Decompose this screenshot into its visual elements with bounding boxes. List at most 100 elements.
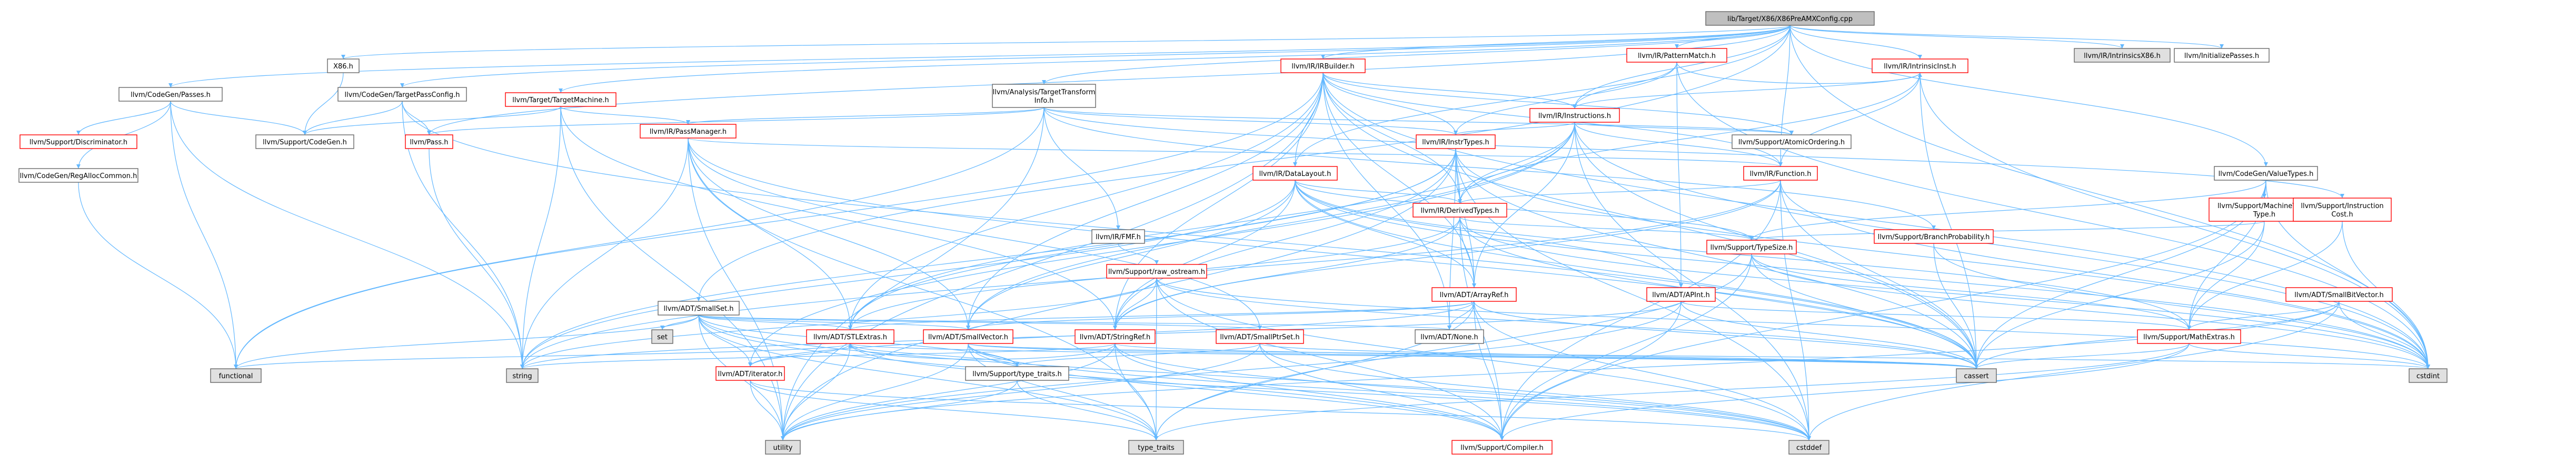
edge-arrowhead xyxy=(2120,44,2124,48)
node-rawostream[interactable]: llvm/Support/raw_ostream.h xyxy=(1106,264,1207,279)
edge-irbuilder-to-smallvector xyxy=(968,72,1324,330)
edge-instructions-to-functionh xyxy=(1574,122,1781,167)
edge-arrowhead xyxy=(1807,436,1811,440)
node-smallptrset[interactable]: llvm/ADT/SmallPtrSet.h xyxy=(1216,329,1304,344)
node-box xyxy=(992,84,1096,108)
edge-arrowhead xyxy=(559,89,563,93)
node-box xyxy=(2285,287,2393,302)
edge-smallset-to-compiler xyxy=(698,314,1503,441)
node-box xyxy=(19,134,137,149)
node-derivedtypes[interactable]: llvm/IR/DerivedTypes.h xyxy=(1413,203,1507,218)
edge-arrowhead xyxy=(2220,44,2224,48)
edge-arrowhead xyxy=(1155,260,1159,264)
edge-smallset-to-smallvector xyxy=(698,314,969,330)
node-initpasses[interactable]: llvm/InitializePasses.h xyxy=(2174,48,2270,63)
edge-smallptrset-to-cstddef xyxy=(1259,343,1809,441)
node-typetraits[interactable]: llvm/Support/type_traits.h xyxy=(965,366,1069,381)
node-set: set xyxy=(651,329,673,344)
edge-targetmachine-to-utility xyxy=(560,106,783,441)
node-mathextras[interactable]: llvm/Support/MathExtras.h xyxy=(2137,329,2241,344)
edge-functionh-to-cassert xyxy=(1780,180,1977,369)
node-stlextras[interactable]: llvm/ADT/STLExtras.h xyxy=(806,329,894,344)
node-box xyxy=(1956,368,1997,383)
edge-root-to-targetmachine xyxy=(560,25,1791,93)
node-box xyxy=(118,87,223,102)
node-branchprob[interactable]: llvm/Support/BranchProbability.h xyxy=(1874,229,1994,244)
edge-iterator-to-typetraitsstd xyxy=(750,380,1157,441)
node-label: lib/Target/X86/X86PreAMXConfig.cpp xyxy=(1727,15,1853,23)
node-label: llvm/IR/FMF.h xyxy=(1096,233,1141,241)
node-targetmachine[interactable]: llvm/Target/TargetMachine.h xyxy=(505,92,616,107)
edge-irbuilder-to-arrayref xyxy=(1322,72,1475,288)
node-arrayref[interactable]: llvm/ADT/ArrayRef.h xyxy=(1431,287,1517,302)
edge-typetraits-to-utility xyxy=(782,380,1018,441)
edge-patternmatch-to-cstdint xyxy=(1676,62,2429,369)
node-compiler[interactable]: llvm/Support/Compiler.h xyxy=(1451,440,1553,455)
node-irfmf[interactable]: llvm/IR/FMF.h xyxy=(1091,229,1145,244)
node-smallset[interactable]: llvm/ADT/SmallSet.h xyxy=(658,301,740,316)
node-regalloccommon[interactable]: llvm/CodeGen/RegAllocCommon.h xyxy=(18,168,138,183)
node-passh[interactable]: llvm/Pass.h xyxy=(405,134,453,149)
node-datalayout[interactable]: llvm/IR/DataLayout.h xyxy=(1252,166,1338,181)
edge-arrowhead xyxy=(168,83,173,87)
node-smallvector[interactable]: llvm/ADT/SmallVector.h xyxy=(923,329,1013,344)
node-atomicordering[interactable]: llvm/Support/AtomicOrdering.h xyxy=(1732,134,1852,149)
edge-datalayout-to-derivedtypes xyxy=(1295,180,1460,204)
edge-datalayout-to-mathextras xyxy=(1295,180,2190,330)
node-insttypes[interactable]: llvm/IR/InstrTypes.h xyxy=(1416,134,1496,149)
edge-functionh-to-stringref xyxy=(1115,180,1781,330)
node-label: llvm/IR/Function.h xyxy=(1750,170,1812,178)
node-codegenpasses[interactable]: llvm/CodeGen/Passes.h xyxy=(118,87,223,102)
edge-intrinsicinst-to-functionh xyxy=(1780,72,1921,167)
node-passmanager[interactable]: llvm/IR/PassManager.h xyxy=(640,124,737,139)
edge-functionh-to-cstddef xyxy=(1780,180,1809,441)
edge-arrayref-to-typetraitsstd xyxy=(1156,301,1475,441)
edge-smallptrset-to-typetraits xyxy=(1017,343,1260,367)
node-label: llvm/Target/TargetMachine.h xyxy=(512,96,609,104)
node-box xyxy=(1626,48,1727,63)
node-adtnone[interactable]: llvm/ADT/None.h xyxy=(1415,329,1484,344)
node-apint[interactable]: llvm/ADT/APInt.h xyxy=(1646,287,1716,302)
node-iterator[interactable]: llvm/ADT/iterator.h xyxy=(715,366,785,381)
node-label: utility xyxy=(773,444,793,452)
node-functionh[interactable]: llvm/IR/Function.h xyxy=(1743,166,1818,181)
node-cassert: cassert xyxy=(1956,368,1997,383)
edge-codegentpc-to-passh xyxy=(402,101,430,135)
edge-derivedtypes-to-typesize xyxy=(1459,217,1752,241)
node-label: llvm/ADT/SmallVector.h xyxy=(928,333,1008,341)
edge-irbuilder-to-adtnone xyxy=(1322,72,1450,330)
node-supportcodegen[interactable]: llvm/Support/CodeGen.h xyxy=(255,134,354,149)
node-codegentpc[interactable]: llvm/CodeGen/TargetPassConfig.h xyxy=(337,87,467,102)
node-x86h[interactable]: X86.h xyxy=(327,58,360,73)
node-smallbitvector[interactable]: llvm/ADT/SmallBitVector.h xyxy=(2285,287,2393,302)
node-typesize[interactable]: llvm/Support/TypeSize.h xyxy=(1706,240,1797,254)
edge-rawostream-to-compiler xyxy=(1156,278,1503,441)
edge-smallbitvector-to-cstdint xyxy=(2339,301,2429,369)
node-box xyxy=(1529,108,1620,123)
edge-arrayref-to-cassert xyxy=(1474,301,1977,369)
edge-root-to-codegenvaluetypes xyxy=(1789,25,2266,167)
edge-rawostream-to-typetraitsstd xyxy=(1156,278,1157,441)
node-patternmatch[interactable]: llvm/IR/PatternMatch.h xyxy=(1626,48,1727,63)
edge-targetmachine-to-stringref xyxy=(560,106,1116,330)
node-label: llvm/Support/Compiler.h xyxy=(1460,444,1543,452)
edge-tti-to-branchprob xyxy=(1043,107,1934,230)
node-codegenvaluetypes[interactable]: llvm/CodeGen/ValueTypes.h xyxy=(2214,166,2318,181)
edge-arrowhead xyxy=(1321,55,1325,59)
node-intrinsicinst[interactable]: llvm/IR/IntrinsicInst.h xyxy=(1872,58,1968,73)
node-instructions[interactable]: llvm/IR/Instructions.h xyxy=(1529,108,1620,123)
edge-stringref-to-utility xyxy=(782,343,1116,441)
edge-passh-to-string xyxy=(429,148,523,369)
edge-arrowhead xyxy=(1113,326,1117,330)
edge-arrowhead xyxy=(1116,225,1120,230)
node-discriminator[interactable]: llvm/Support/Discriminator.h xyxy=(19,134,137,149)
node-box xyxy=(18,168,138,183)
node-stringref[interactable]: llvm/ADT/StringRef.h xyxy=(1075,329,1156,344)
node-label: Info.h xyxy=(1035,97,1054,105)
node-irbuilder[interactable]: llvm/IR/IRBuilder.h xyxy=(1280,58,1366,73)
node-box xyxy=(640,124,737,139)
node-box xyxy=(505,92,616,107)
